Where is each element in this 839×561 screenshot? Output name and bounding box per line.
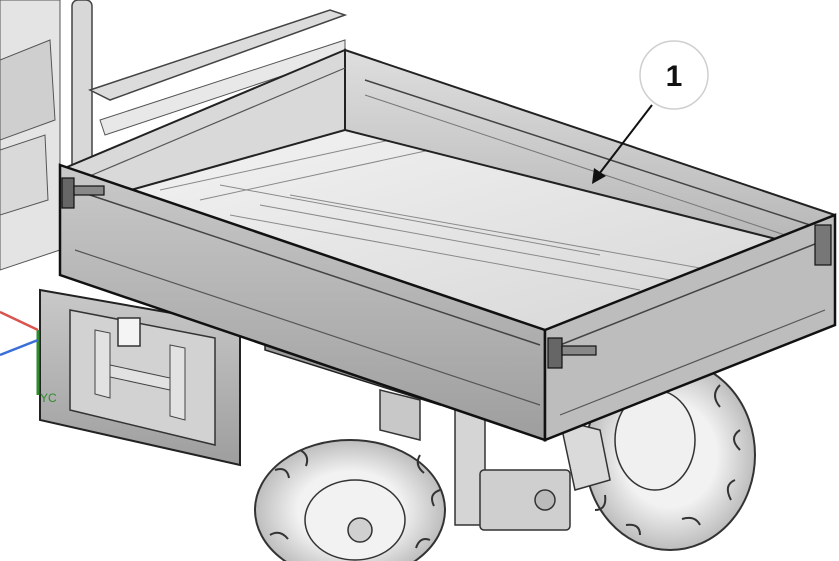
tailgate-latch-right xyxy=(61,177,105,209)
cab-frame xyxy=(0,0,348,271)
cargo-box xyxy=(58,48,837,442)
cargo-box-end-wall xyxy=(543,213,837,442)
axis-triad: YC xyxy=(0,310,57,405)
tailgate xyxy=(39,288,241,467)
rear-suspension xyxy=(379,389,611,531)
callout-arrowhead xyxy=(592,168,606,184)
callout-leader-line xyxy=(595,104,653,179)
corner-latch-far xyxy=(814,224,832,266)
axis-label-yc: YC xyxy=(40,391,57,405)
callout-number: 1 xyxy=(666,60,683,93)
callout-1: 1 xyxy=(592,40,709,184)
tailgate-latch-left xyxy=(547,337,597,369)
rear-left-wheel xyxy=(254,439,446,561)
callout-bubble xyxy=(639,40,709,110)
